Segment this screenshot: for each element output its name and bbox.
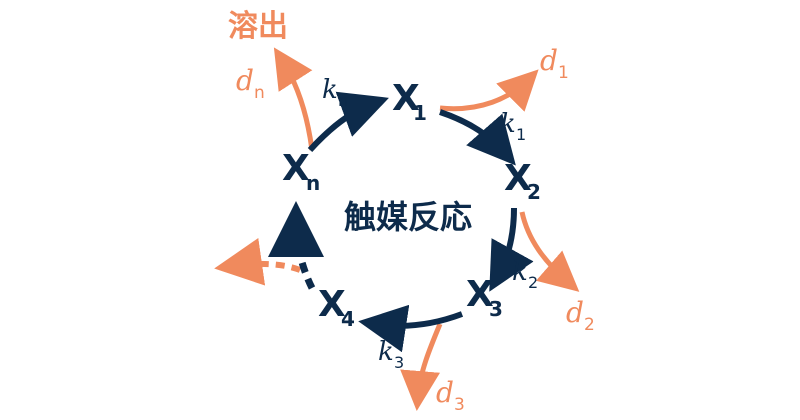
- svg-text:n: n: [306, 171, 320, 195]
- dissolution-arrow-d2: [519, 211, 580, 292]
- svg-text:1: 1: [413, 101, 427, 125]
- rate-k2: k 2: [512, 257, 538, 292]
- svg-text:2: 2: [584, 315, 595, 335]
- cycle-arrow-x1-x2: [439, 109, 516, 166]
- svg-text:k: k: [512, 257, 528, 287]
- svg-text:4: 4: [341, 307, 355, 331]
- cycle-arrow-x2-x3: [489, 207, 534, 292]
- dissolution-arrow-d3: [400, 323, 443, 411]
- svg-text:X: X: [392, 78, 420, 119]
- svg-text:2: 2: [527, 180, 541, 204]
- svg-text:1: 1: [516, 125, 526, 144]
- svg-text:2: 2: [528, 273, 538, 292]
- node-xn: X n: [282, 148, 320, 195]
- svg-text:X: X: [318, 284, 346, 325]
- node-x2: X 2: [504, 158, 541, 204]
- dissolution-arrow-dn: [273, 47, 315, 151]
- dissolution-label-dn: d n: [236, 64, 265, 103]
- cycle-arrow-xn-x1: [307, 91, 389, 153]
- rate-kn: k n: [322, 75, 348, 110]
- node-x4: X 4: [318, 284, 355, 331]
- svg-text:k: k: [322, 75, 338, 105]
- svg-text:3: 3: [394, 353, 404, 372]
- rate-k3: k 3: [378, 337, 404, 372]
- svg-text:d: d: [236, 64, 254, 97]
- dissolution-label-d2: d 2: [566, 296, 595, 335]
- node-x3: X 3: [466, 274, 503, 321]
- dissolution-label-d1: d 1: [540, 44, 569, 83]
- svg-text:X: X: [504, 158, 532, 199]
- svg-text:3: 3: [454, 395, 465, 415]
- svg-text:X: X: [466, 274, 494, 315]
- svg-text:n: n: [254, 83, 265, 103]
- svg-text:d: d: [566, 296, 584, 329]
- svg-text:k: k: [500, 109, 516, 139]
- dissolution-title: 溶出: [228, 9, 288, 44]
- svg-text:d: d: [540, 44, 558, 77]
- node-x1: X 1: [392, 78, 427, 125]
- svg-text:3: 3: [489, 297, 503, 321]
- dissolution-label-d3: d 3: [436, 376, 465, 415]
- rate-k1: k 1: [500, 109, 526, 144]
- svg-text:n: n: [338, 91, 348, 110]
- center-label: 触媒反応: [344, 198, 472, 236]
- cycle-arrow-x3-x4: [358, 304, 464, 353]
- svg-text:k: k: [378, 337, 394, 367]
- cycle-arrow-x4-xn-dashed: [268, 201, 325, 290]
- svg-text:d: d: [436, 376, 454, 409]
- dissolution-arrow-dashed: [214, 238, 302, 286]
- svg-text:1: 1: [558, 63, 569, 83]
- dissolution-arrow-d1: [439, 69, 539, 112]
- svg-text:X: X: [282, 148, 310, 189]
